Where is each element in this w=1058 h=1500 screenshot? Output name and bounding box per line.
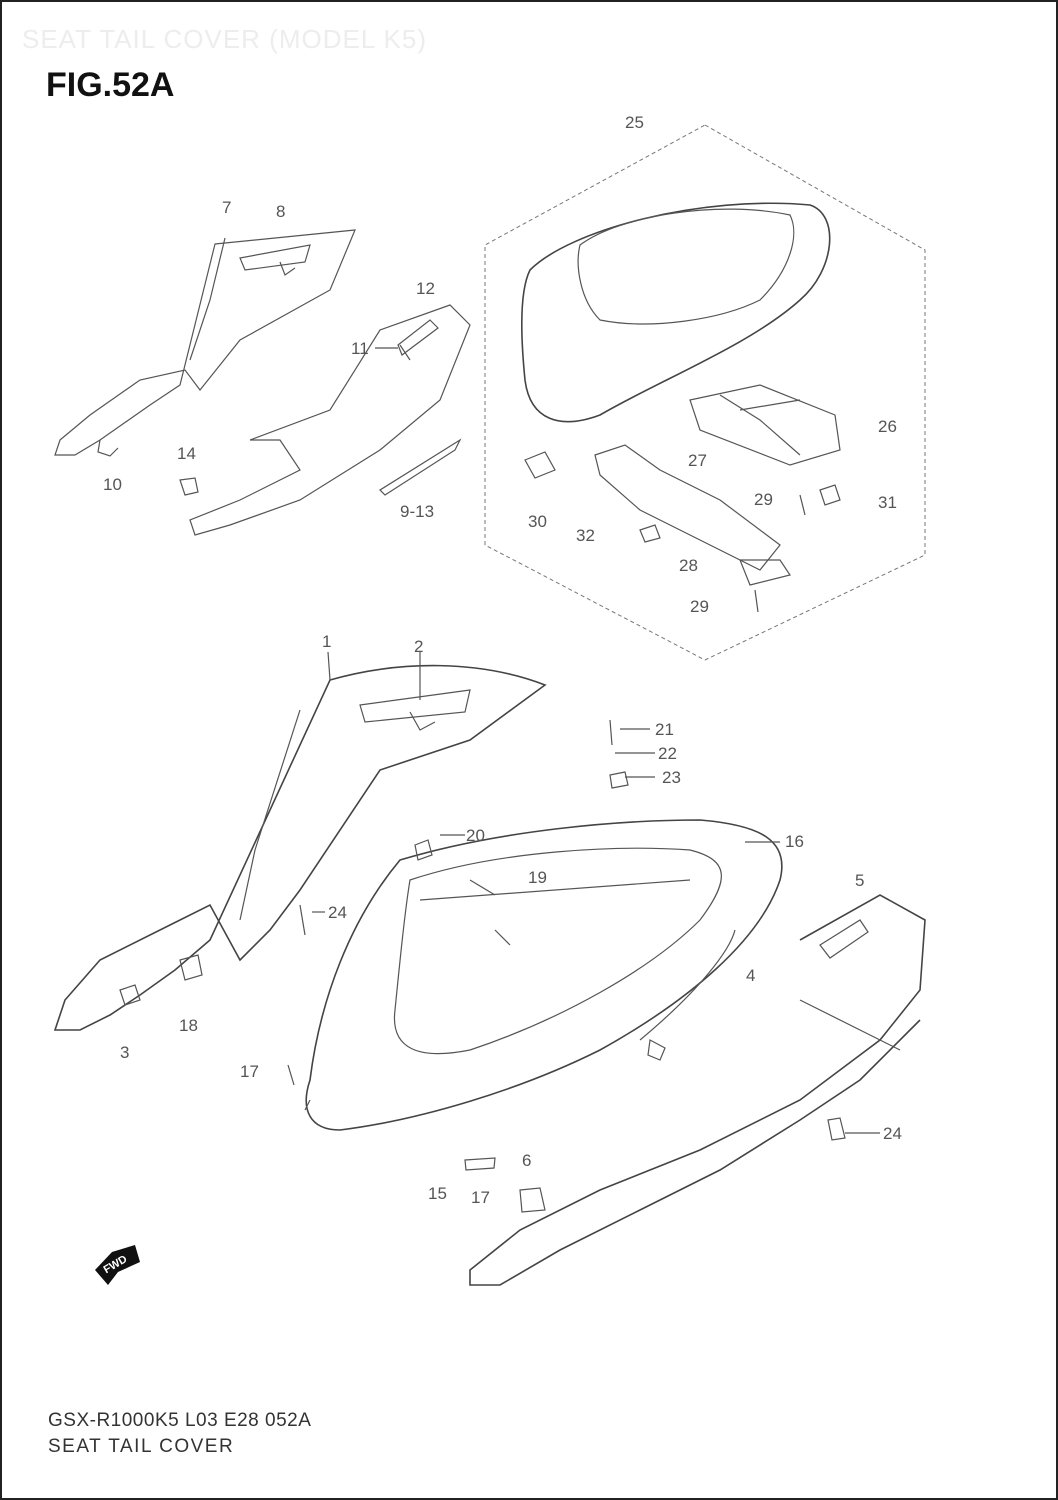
callout-18: 18 xyxy=(179,1016,198,1035)
callout-24a: 24 xyxy=(328,903,347,922)
callout-29b: 29 xyxy=(690,597,709,616)
seat-set-drawing xyxy=(484,124,926,661)
callout-6: 6 xyxy=(522,1151,531,1170)
callout-17a: 17 xyxy=(240,1062,259,1081)
callout-21: 21 xyxy=(655,720,674,739)
callout-11: 11 xyxy=(351,339,369,358)
callout-20: 20 xyxy=(466,826,485,845)
ghost-title: SEAT TAIL COVER (MODEL K5) xyxy=(22,24,428,54)
diagram-name: SEAT TAIL COVER xyxy=(48,1436,235,1457)
callout-10: 10 xyxy=(103,475,122,494)
callout-24b: 24 xyxy=(883,1124,902,1143)
main-tail-cover-drawing xyxy=(53,664,926,1286)
callout-28: 28 xyxy=(679,556,698,575)
callout-19: 19 xyxy=(528,868,547,887)
leader-lines xyxy=(312,347,880,1134)
callout-12: 12 xyxy=(416,279,435,298)
callout-22: 22 xyxy=(658,744,677,763)
callout-3: 3 xyxy=(120,1043,129,1062)
callout-31: 31 xyxy=(878,493,897,512)
callout-7: 7 xyxy=(222,198,231,217)
callout-26: 26 xyxy=(878,417,897,436)
fwd-arrow-icon: FWD xyxy=(95,1245,140,1285)
callout-23: 23 xyxy=(662,768,681,787)
callout-5: 5 xyxy=(855,871,864,890)
callout-14: 14 xyxy=(177,444,196,463)
callout-16: 16 xyxy=(785,832,804,851)
figure-label: FIG.52A xyxy=(46,66,175,104)
callout-8: 8 xyxy=(276,202,285,221)
callout-25: 25 xyxy=(625,113,644,132)
callout-15: 15 xyxy=(428,1184,447,1203)
callout-17b: 17 xyxy=(471,1188,490,1207)
callout-30: 30 xyxy=(528,512,547,531)
diagram-code: GSX-R1000K5 L03 E28 052A xyxy=(48,1410,312,1431)
callout-4: 4 xyxy=(746,966,755,985)
upper-tail-cover-drawing xyxy=(54,229,471,536)
callout-2: 2 xyxy=(414,637,423,656)
callout-27: 27 xyxy=(688,451,707,470)
callout-29a: 29 xyxy=(754,490,773,509)
callout-9-13: 9-13 xyxy=(400,502,434,521)
callout-1: 1 xyxy=(322,632,331,651)
callout-labels: 1 2 3 4 5 6 7 8 9-13 10 11 12 14 15 16 1… xyxy=(103,113,902,1207)
callout-32: 32 xyxy=(576,526,595,545)
